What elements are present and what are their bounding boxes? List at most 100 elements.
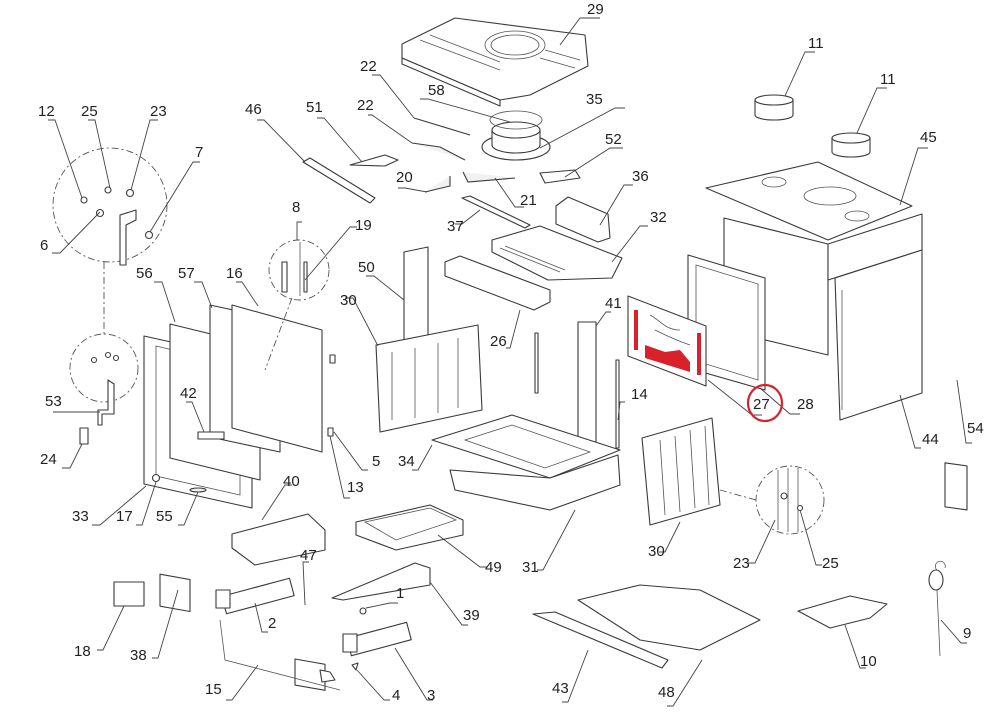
part-14-rod [615, 359, 620, 449]
part-22-rod-b [411, 142, 466, 161]
part-32-baffle [491, 225, 623, 281]
callout-35: 35 [586, 91, 603, 108]
part-14-rod-b [534, 332, 539, 394]
part-10-foot [797, 595, 888, 629]
callout-55: 55 [156, 508, 173, 525]
part-53-latch [97, 379, 115, 426]
callout-44: 44 [922, 431, 939, 448]
detail-circle-hinge-right [719, 465, 825, 535]
callout-26: 26 [490, 333, 507, 350]
callout-36: 36 [632, 168, 649, 185]
part-39-bracket [331, 562, 431, 601]
callout-52: 52 [605, 131, 622, 148]
callout-12: 12 [38, 103, 55, 120]
callout-22: 22 [357, 97, 374, 114]
callout-40: 40 [283, 473, 300, 490]
callout-48: 48 [658, 684, 675, 701]
callout-6: 6 [40, 237, 48, 254]
part-49-ash-pan [355, 504, 464, 551]
part-15-wiring [219, 619, 341, 691]
part-54-plate [944, 462, 968, 511]
callout-43: 43 [552, 680, 569, 697]
callout-49: 49 [485, 559, 502, 576]
callout-25: 25 [822, 555, 839, 572]
part-29-top-casting [401, 17, 589, 107]
callout-34: 34 [398, 453, 415, 470]
callout-labels: 29 11 11 22 22 58 35 52 45 12 25 23 7 46… [38, 1, 984, 704]
callout-50: 50 [358, 259, 375, 276]
callout-1: 1 [396, 585, 404, 602]
part-38-grill [159, 573, 191, 613]
callout-30: 30 [340, 292, 357, 309]
callout-32: 32 [650, 209, 667, 226]
callout-24: 24 [40, 451, 57, 468]
part-48-bottom-plate [577, 584, 761, 651]
part-35-flue-collar [481, 121, 551, 161]
part-1-clip [359, 607, 367, 615]
part-18-control-panel [113, 581, 145, 607]
callout-27: 27 [753, 396, 770, 413]
callout-8: 8 [292, 199, 300, 216]
part-45-top-sheet [705, 161, 913, 241]
callout-16: 16 [226, 265, 243, 282]
part-22-rod-a [413, 117, 471, 136]
callout-47: 47 [300, 547, 317, 564]
part-36-damper [555, 196, 611, 243]
part-4-screw [351, 662, 359, 671]
part-40-deflector [231, 513, 326, 566]
callout-45: 45 [920, 129, 937, 146]
callout-28: 28 [797, 396, 814, 413]
part-2-fan [215, 577, 295, 615]
callout-25: 25 [81, 103, 98, 120]
part-9-spring-tool [928, 560, 946, 657]
callout-33: 33 [72, 508, 89, 525]
callout-18: 18 [74, 643, 91, 660]
callout-29: 29 [587, 1, 604, 18]
part-16-inner-glass [231, 304, 323, 453]
leader-lines [48, 17, 972, 707]
callout-58: 58 [428, 82, 445, 99]
callout-10: 10 [860, 653, 877, 670]
part-42-logo-plate [197, 431, 225, 440]
part-30-side-grate-a [375, 324, 483, 433]
part-17-knob [151, 473, 161, 483]
callout-41: 41 [605, 295, 622, 312]
callout-51: 51 [306, 99, 323, 116]
callout-53: 53 [45, 393, 62, 410]
highlight-circle-27 [746, 383, 784, 423]
part-46-front-bar [302, 157, 376, 204]
callout-5: 5 [372, 453, 380, 470]
callout-20: 20 [396, 169, 413, 186]
callout-17: 17 [116, 508, 133, 525]
callout-56: 56 [136, 265, 153, 282]
callout-42: 42 [180, 385, 197, 402]
callout-11: 11 [808, 35, 824, 52]
part-41-upright [577, 321, 597, 443]
callout-30: 30 [648, 543, 665, 560]
part-51-handle [349, 154, 399, 167]
part-27-back-plate-highlighted [627, 295, 707, 387]
callout-21: 21 [520, 192, 537, 209]
callout-3: 3 [427, 687, 435, 704]
callout-14: 14 [631, 386, 648, 403]
callout-54: 54 [967, 420, 984, 437]
part-11-collar-a [754, 94, 794, 121]
callout-23: 23 [150, 103, 167, 120]
part-52-bracket [539, 169, 581, 184]
part-55-seal [189, 487, 207, 493]
callout-4: 4 [392, 687, 400, 704]
callout-2: 2 [268, 615, 276, 632]
part-30-side-grate-b [641, 417, 721, 526]
callout-23: 23 [733, 555, 750, 572]
detail-circle-hinge-bottom-left [69, 333, 139, 403]
callout-19: 19 [355, 217, 372, 234]
part-34-ash-grate [431, 414, 621, 479]
callout-39: 39 [463, 607, 480, 624]
callout-37: 37 [447, 218, 464, 235]
part-hinge-pin-upper [329, 354, 336, 364]
part-11-collar-b [831, 132, 871, 158]
part-3-fan [342, 621, 412, 657]
part-31-base-frame [449, 454, 621, 511]
part-43-rail [532, 611, 669, 669]
